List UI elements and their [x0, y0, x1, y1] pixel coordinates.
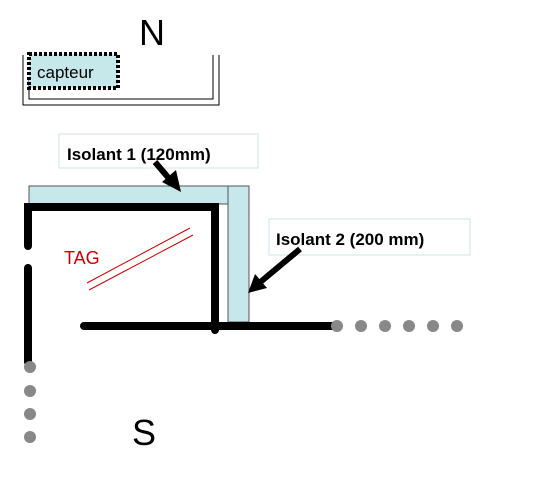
insulation-2-label: Isolant 2 (200 mm) [276, 230, 424, 249]
tag-label: TAG [64, 248, 100, 268]
dotted-wall-east [331, 320, 463, 332]
sensor-box-outline [27, 52, 120, 90]
top-wall [24, 203, 219, 334]
insulation-2-panel [227, 185, 250, 323]
insulation-1-arrow [152, 160, 181, 192]
room-walls [24, 203, 338, 366]
insulation-2-label-box [268, 218, 471, 256]
sensor-box: capteur [27, 52, 120, 90]
dotted-wall-south [24, 361, 36, 443]
insulation-1-callout: Isolant 1 (120mm) [58, 133, 259, 169]
insulation-2-arrow [248, 246, 302, 293]
south-label: S [132, 412, 156, 453]
tag-hatch-lines [86, 227, 194, 291]
north-label: N [139, 12, 165, 53]
insulation-1-label: Isolant 1 (120mm) [67, 145, 211, 164]
insulation-1-panel [28, 185, 229, 205]
sensor-label: capteur [37, 63, 94, 82]
insulation-2-callout: Isolant 2 (200 mm) [268, 218, 471, 256]
